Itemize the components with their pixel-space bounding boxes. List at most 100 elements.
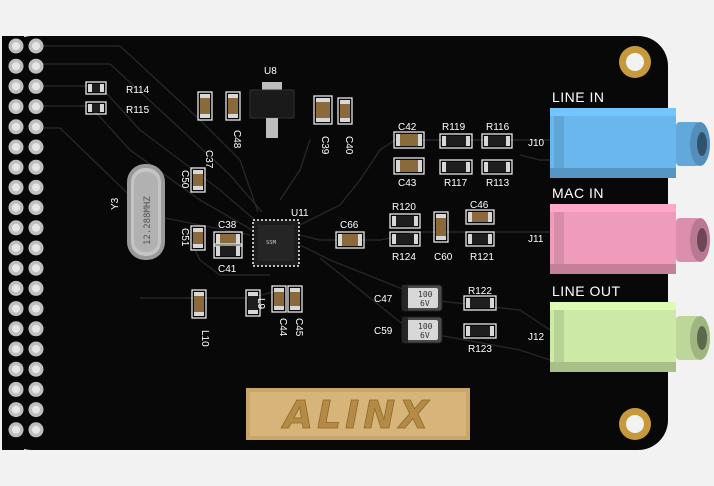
smd-resistor xyxy=(213,243,243,259)
header-pin xyxy=(28,139,44,155)
header-pin xyxy=(8,220,24,236)
codec-chip-u11 xyxy=(252,219,300,267)
ref-c37: C37 xyxy=(203,150,214,169)
header-pin xyxy=(8,361,24,377)
smd-resistor xyxy=(439,159,473,175)
ref-j12: J12 xyxy=(528,332,545,343)
header-pin xyxy=(8,99,24,115)
smd-resistor xyxy=(389,231,421,247)
crystal-marking: 12.288MHZ xyxy=(143,196,153,245)
ref-c39: C39 xyxy=(319,136,330,155)
header-pin xyxy=(8,159,24,175)
ref-r115: R115 xyxy=(126,105,150,116)
header-pin xyxy=(28,381,44,397)
smd-resistor xyxy=(85,81,107,95)
header-pin xyxy=(8,179,24,195)
header-pin xyxy=(8,321,24,337)
ref-c59: C59 xyxy=(374,326,393,337)
regulator-u8 xyxy=(249,82,295,138)
header-pin xyxy=(28,280,44,296)
smd-resistor xyxy=(85,101,107,115)
ref-u11: U11 xyxy=(291,208,309,219)
ref-c48: C48 xyxy=(231,130,242,149)
capacitor-c47 xyxy=(401,284,443,312)
smd-capacitor xyxy=(190,167,206,193)
ref-r121: R121 xyxy=(470,252,494,263)
ref-c60: C60 xyxy=(434,252,453,263)
header-pin xyxy=(28,99,44,115)
smd-capacitor xyxy=(225,91,241,121)
ref-c46: C46 xyxy=(470,200,489,211)
ref-l9: L9 xyxy=(255,298,266,310)
smd-capacitor xyxy=(191,289,207,319)
audio-jack-j11: MAC IN J11 xyxy=(528,185,710,274)
smd-resistor xyxy=(481,159,513,175)
header-pin xyxy=(28,200,44,216)
header-pin xyxy=(8,301,24,317)
ref-r116: R116 xyxy=(486,122,510,133)
ref-c50: C50 xyxy=(179,170,190,189)
cap-c59-value: 100 xyxy=(418,322,433,331)
header-pin xyxy=(8,139,24,155)
ref-r120: R120 xyxy=(392,202,416,213)
ref-c51: C51 xyxy=(179,228,190,247)
ref-c47: C47 xyxy=(374,294,393,305)
ref-j11: J11 xyxy=(528,234,544,245)
jack-label-j12: LINE OUT xyxy=(552,283,621,299)
header-pin xyxy=(8,119,24,135)
ref-r114: R114 xyxy=(126,85,150,96)
header-pin xyxy=(28,58,44,74)
alinx-logo-plate xyxy=(246,388,470,440)
ref-c45: C45 xyxy=(293,318,304,337)
cap-c59-voltage: 6V xyxy=(420,331,430,340)
ref-r113: R113 xyxy=(486,178,510,189)
header-pin xyxy=(8,38,24,54)
smd-capacitor xyxy=(393,131,425,149)
ref-r124: R124 xyxy=(392,252,416,263)
smd-capacitor xyxy=(271,285,287,313)
crystal-y3 xyxy=(127,164,165,260)
smd-resistor xyxy=(439,133,473,149)
header-pin xyxy=(28,159,44,175)
jack-label-j11: MAC IN xyxy=(552,185,604,201)
smd-resistor xyxy=(463,323,497,339)
header-pin xyxy=(28,321,44,337)
header-pin xyxy=(28,78,44,94)
header-pin xyxy=(8,280,24,296)
header-pin xyxy=(28,422,44,438)
header-pin xyxy=(8,200,24,216)
smd-capacitor xyxy=(190,225,206,251)
mounting-hole xyxy=(619,46,651,78)
cap-c47-voltage: 6V xyxy=(420,299,430,308)
ref-l10: L10 xyxy=(199,330,210,347)
header-pin xyxy=(28,301,44,317)
ref-r122: R122 xyxy=(468,286,492,297)
ref-u8: U8 xyxy=(264,66,277,77)
header-pin xyxy=(28,260,44,276)
header-pin xyxy=(8,78,24,94)
audio-jack-j12: LINE OUT J12 xyxy=(528,283,710,372)
smd-resistor xyxy=(463,295,497,311)
smd-capacitor xyxy=(313,95,333,125)
ref-c38: C38 xyxy=(218,220,237,231)
header-pin xyxy=(28,361,44,377)
header-pin xyxy=(28,402,44,418)
ref-y3: Y3 xyxy=(110,197,121,210)
smd-resistor xyxy=(465,231,495,247)
header-pin xyxy=(8,260,24,276)
smd-resistor xyxy=(481,133,513,149)
ref-c40: C40 xyxy=(343,136,354,155)
header-pin xyxy=(8,341,24,357)
jack-label-j10: LINE IN xyxy=(552,89,605,105)
ref-c41: C41 xyxy=(218,264,237,275)
smd-capacitor xyxy=(335,231,365,249)
smd-resistor xyxy=(389,213,421,229)
ref-c42: C42 xyxy=(398,122,417,133)
ref-c44: C44 xyxy=(277,318,288,337)
header-pin xyxy=(28,341,44,357)
codec-marking: SSM xyxy=(266,240,277,246)
